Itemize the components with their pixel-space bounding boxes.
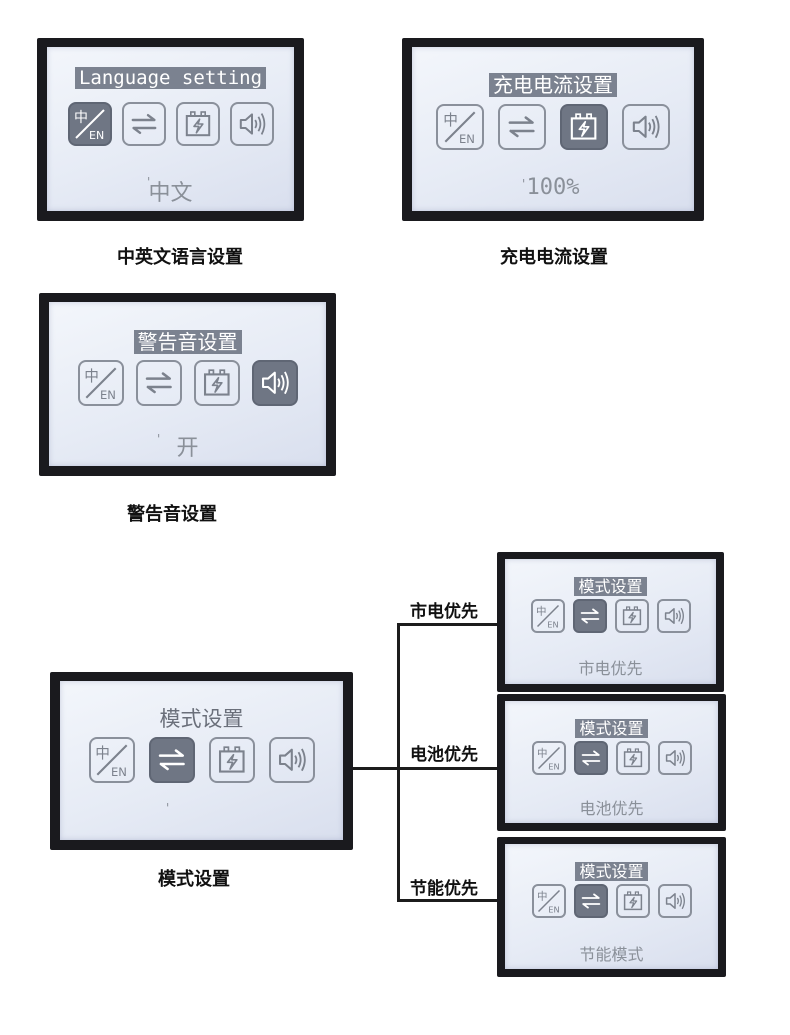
battery-charge-icon[interactable] xyxy=(208,737,255,783)
caption-charge: 充电电流设置 xyxy=(500,247,608,268)
lcd-panel-alarm: 警告音设置 中 EN ' 开 xyxy=(39,293,336,476)
lcd-screen: Language setting 中 EN ' 中文 xyxy=(47,47,294,211)
lcd-panel-mode-eco: 模式设置 中 EN 节能模式 xyxy=(497,837,726,977)
battery-charge-icon[interactable] xyxy=(560,104,608,150)
menu-icon-row: 中 EN xyxy=(505,599,716,633)
lcd-panel-mode-battery: 模式设置 中 EN 电池优先 xyxy=(497,694,726,831)
connector-main xyxy=(353,767,497,770)
svg-text:中: 中 xyxy=(536,605,547,618)
battery-charge-icon[interactable] xyxy=(615,884,650,918)
menu-icon-row: 中 EN xyxy=(505,741,718,775)
battery-charge-icon[interactable] xyxy=(614,599,649,633)
lcd-screen: 模式设置 中 EN 市电优先 xyxy=(505,559,716,684)
caption-language: 中英文语言设置 xyxy=(117,247,243,268)
svg-text:EN: EN xyxy=(110,765,126,779)
setting-value: 中文 xyxy=(148,181,193,206)
svg-text:中: 中 xyxy=(95,745,110,762)
language-icon[interactable]: 中 EN xyxy=(77,360,124,406)
speaker-icon[interactable] xyxy=(657,741,692,775)
setting-value: 100% xyxy=(526,175,580,200)
language-icon[interactable]: 中 EN xyxy=(531,741,566,775)
branch-label-eco: 节能优先 xyxy=(410,879,478,899)
battery-charge-icon[interactable] xyxy=(615,741,650,775)
language-icon[interactable]: 中 EN xyxy=(88,737,135,783)
svg-text:EN: EN xyxy=(89,129,104,142)
language-icon[interactable]: 中 EN xyxy=(531,884,566,918)
svg-text:EN: EN xyxy=(459,132,475,146)
menu-icon-row: 中 EN xyxy=(60,737,343,783)
setting-value: 市电优先 xyxy=(578,659,643,678)
mode-switch-icon[interactable] xyxy=(135,360,182,406)
svg-text:EN: EN xyxy=(548,761,559,771)
panel-title: 模式设置 xyxy=(159,707,244,731)
panel-title: Language setting xyxy=(47,67,294,89)
cursor-mark: ' xyxy=(157,432,161,446)
menu-icon-row: 中 EN xyxy=(505,884,718,918)
speaker-icon[interactable] xyxy=(229,102,274,146)
menu-icon-row: 中 EN xyxy=(49,360,326,406)
language-icon[interactable]: 中 EN xyxy=(530,599,565,633)
language-icon[interactable]: 中 EN xyxy=(67,102,112,146)
menu-icon-row: 中 EN xyxy=(412,104,694,150)
svg-text:中: 中 xyxy=(537,890,548,903)
panel-title: 警告音设置 xyxy=(49,326,326,355)
setting-value: 节能模式 xyxy=(579,945,644,964)
lcd-panel-mode-grid: 模式设置 中 EN 市电优先 xyxy=(497,552,724,692)
panel-title: 充电电流设置 xyxy=(412,69,694,98)
speaker-icon[interactable] xyxy=(657,884,692,918)
speaker-icon[interactable] xyxy=(268,737,315,783)
lcd-screen: 模式设置 中 EN 节能模式 xyxy=(505,844,718,969)
speaker-icon[interactable] xyxy=(656,599,691,633)
cursor-mark: ' xyxy=(147,175,151,189)
battery-charge-icon[interactable] xyxy=(175,102,220,146)
mode-switch-icon[interactable] xyxy=(498,104,546,150)
svg-text:EN: EN xyxy=(99,388,115,402)
svg-text:中: 中 xyxy=(443,112,458,129)
lcd-panel-mode: 模式设置 中 EN ' xyxy=(50,672,353,850)
lcd-screen: 模式设置 中 EN 电池优先 xyxy=(505,701,718,823)
svg-text:EN: EN xyxy=(547,619,558,629)
lcd-screen: 模式设置 中 EN ' xyxy=(60,681,343,840)
svg-text:中: 中 xyxy=(84,368,99,385)
lcd-panel-language: Language setting 中 EN ' 中文 xyxy=(37,38,304,221)
svg-text:中: 中 xyxy=(74,110,88,126)
caption-mode: 模式设置 xyxy=(158,869,230,890)
speaker-icon[interactable] xyxy=(622,104,670,150)
panel-title: 模式设置 xyxy=(505,715,718,739)
lcd-screen: 充电电流设置 中 EN ' 100% xyxy=(412,47,694,211)
lcd-screen: 警告音设置 中 EN ' 开 xyxy=(49,302,326,466)
mode-switch-icon[interactable] xyxy=(572,599,607,633)
setting-value: 开 xyxy=(176,436,199,461)
mode-switch-icon[interactable] xyxy=(121,102,166,146)
connector-grid xyxy=(397,623,497,626)
panel-title: 模式设置 xyxy=(505,573,716,597)
svg-text:中: 中 xyxy=(537,747,548,760)
lcd-panel-charge: 充电电流设置 中 EN ' 100% xyxy=(402,38,704,221)
connector-eco xyxy=(397,899,497,902)
branch-label-grid: 市电优先 xyxy=(410,602,478,622)
panel-title: 模式设置 xyxy=(505,858,718,882)
setting-value: 电池优先 xyxy=(579,799,644,818)
svg-text:EN: EN xyxy=(548,904,559,914)
cursor-mark: ' xyxy=(522,177,526,191)
language-icon[interactable]: 中 EN xyxy=(436,104,484,150)
battery-charge-icon[interactable] xyxy=(193,360,240,406)
branch-label-battery: 电池优先 xyxy=(410,745,478,765)
menu-icon-row: 中 EN xyxy=(47,102,294,146)
mode-switch-icon[interactable] xyxy=(573,884,608,918)
connector-vertical xyxy=(397,623,400,901)
mode-switch-icon[interactable] xyxy=(148,737,195,783)
mode-switch-icon[interactable] xyxy=(573,741,608,775)
speaker-icon[interactable] xyxy=(251,360,298,406)
cursor-mark: ' xyxy=(166,801,170,815)
caption-alarm: 警告音设置 xyxy=(127,504,217,525)
